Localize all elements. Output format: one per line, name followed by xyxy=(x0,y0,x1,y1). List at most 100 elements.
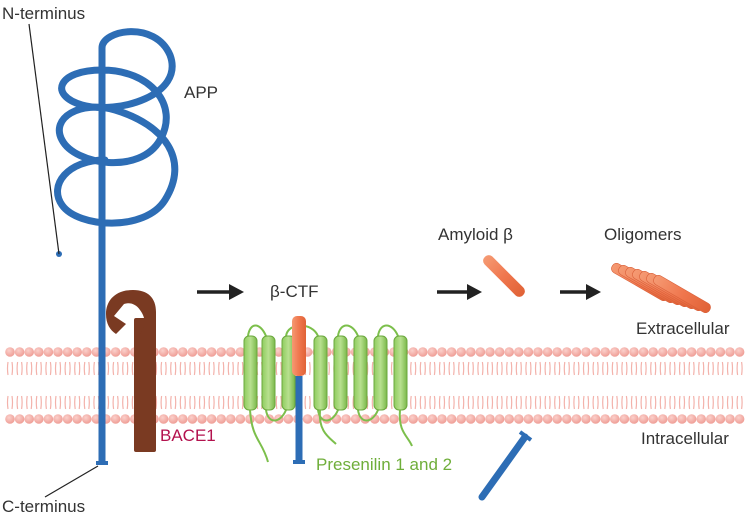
lipid-head xyxy=(552,414,562,424)
lipid-tail xyxy=(126,395,129,410)
lipid-tail xyxy=(429,395,431,410)
lipid-tail xyxy=(726,395,729,410)
lipid-tail xyxy=(208,395,211,410)
lipid-tail xyxy=(534,395,537,410)
lipid-head xyxy=(168,414,178,424)
lipid-tail xyxy=(664,395,666,410)
lipid-tail xyxy=(496,361,499,376)
lipid-head xyxy=(475,347,486,357)
lipid-tail xyxy=(501,361,503,376)
lipid-tail xyxy=(203,361,206,376)
lipid-head xyxy=(686,414,697,424)
lipid-head xyxy=(226,347,236,357)
lipid-tail xyxy=(371,395,374,410)
aicd-cap xyxy=(518,430,533,442)
lipid-tail xyxy=(347,395,350,410)
intracellular-label: Intracellular xyxy=(641,429,729,448)
lipid-tail xyxy=(625,395,628,410)
lipid-head xyxy=(667,414,678,424)
lipid-head xyxy=(466,347,476,357)
lipid-head xyxy=(590,347,601,357)
lipid-tail xyxy=(107,395,110,410)
lipid-tail xyxy=(702,361,705,376)
lipid-tail xyxy=(93,361,95,376)
oligomers-label: Oligomers xyxy=(604,225,682,244)
lipid-tail xyxy=(654,361,657,376)
lipid-tail xyxy=(688,395,691,410)
lipid-tail xyxy=(64,395,67,410)
lipid-head xyxy=(514,347,524,357)
presenilin-helix xyxy=(313,335,328,411)
lipid-tail xyxy=(213,395,215,410)
lipid-head xyxy=(379,414,390,424)
lipid-head xyxy=(206,347,217,357)
lipid-tail xyxy=(21,395,23,410)
lipid-tail xyxy=(659,361,662,376)
lipid-tail xyxy=(693,395,695,410)
lipid-tail xyxy=(390,361,393,376)
lipid-head xyxy=(725,347,735,357)
lipid-tail xyxy=(717,361,719,376)
lipid-tail xyxy=(558,395,561,410)
presenilin-loop xyxy=(265,409,287,422)
lipid-tail xyxy=(309,395,311,410)
bace1-enzyme xyxy=(106,290,156,452)
lipid-tail xyxy=(165,395,167,410)
lipid-tail xyxy=(625,361,628,376)
lipid-tail xyxy=(616,361,618,376)
lipid-tail xyxy=(213,361,215,376)
lipid-tail xyxy=(621,361,623,376)
presenilin-helix xyxy=(353,335,368,411)
lipid-tail xyxy=(486,395,489,410)
lipid-head xyxy=(542,347,553,357)
lipid-head xyxy=(504,414,514,424)
lipid-tail xyxy=(155,395,158,410)
lipid-tail xyxy=(515,361,518,376)
lipid-tail xyxy=(126,361,129,376)
lipid-tail xyxy=(717,395,719,410)
lipid-tail xyxy=(59,395,62,410)
lipid-tail xyxy=(54,361,57,376)
lipid-tail xyxy=(520,361,522,376)
lipid-tail xyxy=(49,361,52,376)
lipid-tail xyxy=(131,395,134,410)
arrow-right-icon xyxy=(197,284,244,300)
lipid-tail xyxy=(352,361,355,376)
lipid-tail xyxy=(232,361,234,376)
lipid-tail xyxy=(558,361,561,376)
lipid-tail xyxy=(678,361,681,376)
lipid-tail xyxy=(165,361,167,376)
lipid-tail xyxy=(731,361,734,376)
lipid-head xyxy=(533,414,543,424)
lipid-head xyxy=(72,414,82,424)
lipid-tail xyxy=(539,361,542,376)
lipid-head xyxy=(168,347,178,357)
lipid-tail xyxy=(112,395,115,410)
lipid-tail xyxy=(640,361,643,376)
lipid-tail xyxy=(443,361,446,376)
lipid-head xyxy=(562,414,572,424)
presenilin-loop xyxy=(317,409,339,422)
lipid-tail xyxy=(275,395,278,410)
lipid-tail xyxy=(630,395,633,410)
lipid-head xyxy=(254,414,265,424)
lipid-head xyxy=(590,414,601,424)
lipid-tail xyxy=(26,395,28,410)
lipid-tail xyxy=(112,361,115,376)
lipid-head xyxy=(53,414,63,424)
presenilin-label: Presenilin 1 and 2 xyxy=(316,455,453,474)
lipid-head xyxy=(322,414,332,424)
lipid-tail xyxy=(237,361,239,376)
lipid-head xyxy=(485,414,495,424)
lipid-tail xyxy=(88,395,90,410)
lipid-head xyxy=(197,347,207,357)
lipid-head xyxy=(427,347,438,357)
lipid-tail xyxy=(683,361,686,376)
lipid-tail xyxy=(712,361,714,376)
lipid-tail xyxy=(491,395,494,410)
lipid-head xyxy=(734,347,745,357)
lipid-tail xyxy=(577,361,580,376)
lipid-head xyxy=(24,347,34,357)
lipid-tail xyxy=(174,395,177,410)
lipid-tail xyxy=(49,395,52,410)
